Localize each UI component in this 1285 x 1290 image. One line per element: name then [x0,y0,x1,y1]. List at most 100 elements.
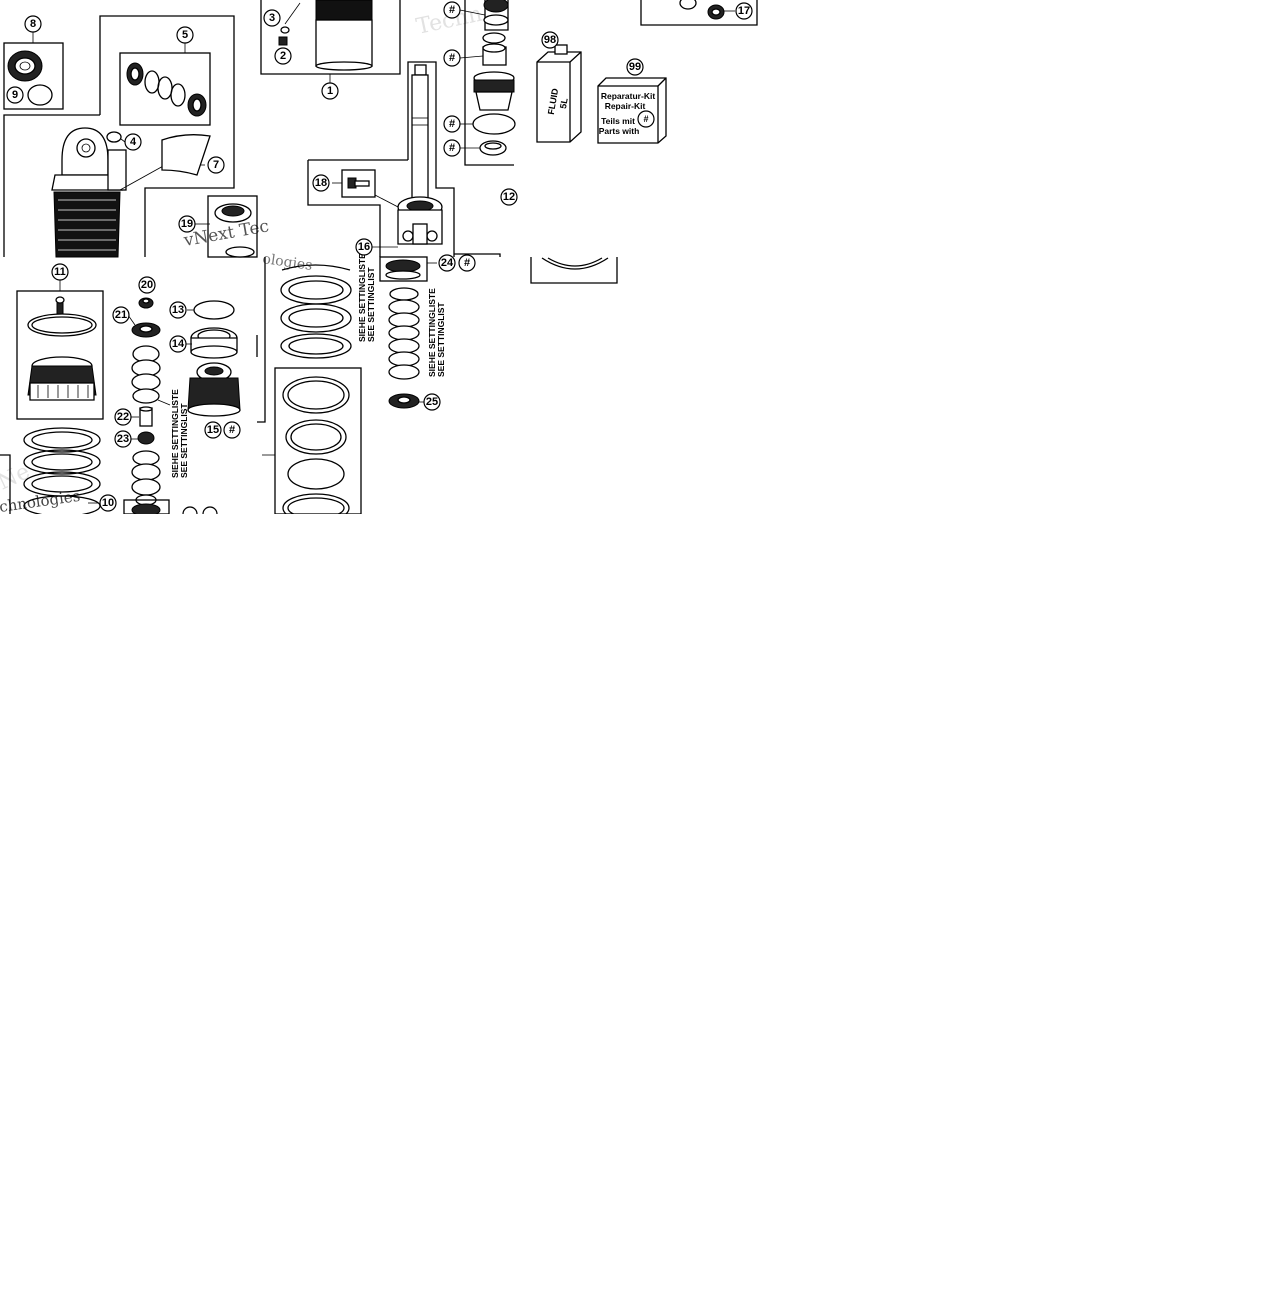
box-part-18 [341,169,376,198]
screw-part-3 [280,2,301,34]
callout-hash-3: # [443,115,461,133]
svg-text:3: 3 [269,12,275,24]
svg-text:9: 9 [12,89,18,101]
svg-text:5: 5 [182,29,188,41]
fluid-volume: 5L [558,97,570,110]
svg-text:99: 99 [629,61,641,73]
callout-12: 12 [500,188,518,206]
callout-20: 20 [138,276,156,294]
callout-23: 23 [114,430,132,448]
callout-2: 2 [274,47,292,65]
svg-text:2: 2 [280,50,286,62]
callout-22: 22 [114,408,132,426]
tile-bottom-middle [262,256,437,523]
svg-text:1: 1 [327,85,333,97]
bump-rubber-part-15 [187,362,241,417]
circlip-part-13 [193,300,235,320]
callout-3: 3 [263,9,281,27]
box-part-5 [119,52,211,126]
callout-hash-2: # [443,49,461,67]
bushing-part-17 [679,0,725,20]
repair-kit-parts-en: Parts with [599,126,640,136]
callout-10: 10 [99,494,117,512]
callout-9: 9 [6,86,24,104]
setting-label-stop: SIEHE SETTINGLISTE SEE SETTINGLIST [427,288,446,377]
tile-top-middle [260,0,516,257]
spring-seat-part-14 [190,327,238,359]
svg-text:#: # [449,142,455,154]
callout-17: 17 [735,2,753,20]
svg-text:8: 8 [30,18,36,30]
callout-19: 19 [178,215,196,233]
box-part-19 [207,195,258,258]
callout-14: 14 [169,335,187,353]
svg-text:21: 21 [115,309,127,321]
svg-text:#: # [449,4,455,16]
ring-set-part-5 [126,62,207,117]
box-part-8-9 [3,42,64,110]
svg-text:#: # [464,257,470,269]
watermark-c: ologies [261,251,313,274]
svg-text:18: 18 [315,177,327,189]
fluid-can-part-98: FLUID 5L [536,44,582,143]
reservoir-part-1 [315,0,373,71]
tile-top-left [3,15,258,258]
svg-text:#: # [643,114,648,124]
bump-stop-stack [131,297,161,506]
valve-cap-part-4 [106,131,122,143]
svg-text:25: 25 [426,396,438,408]
svg-text:13: 13 [172,304,184,316]
svg-text:22: 22 [117,411,129,423]
fluid-label: FLUID [546,87,561,115]
callout-16: 16 [355,238,373,256]
callout-hash-15: # [223,421,241,439]
clevis-part-16 [397,196,443,245]
tile-bottom-left [0,257,266,517]
callout-98: 98 [541,31,559,49]
svg-text:SEE SETTINGLIST: SEE SETTINGLIST [179,403,189,478]
callout-15: 15 [204,421,222,439]
clamp-nut-part-11 [27,296,97,401]
svg-text:SIEHE SETTINGLISTE: SIEHE SETTINGLISTE [427,288,437,377]
callout-hash-24: # [458,254,476,272]
svg-text:7: 7 [213,159,219,171]
repair-kit-part-99: Reparatur-Kit Repair-Kit Teils mit Parts… [597,77,667,144]
piston-rod [411,64,429,208]
svg-text:11: 11 [54,266,66,278]
svg-text:#: # [449,52,455,64]
shock-absorber-body [51,127,127,258]
callout-99: 99 [626,58,644,76]
setting-label-bump: SIEHE SETTINGLISTE SEE SETTINGLIST [170,389,189,478]
callout-7: 7 [207,156,225,174]
callout-25: 25 [423,393,441,411]
callout-4: 4 [124,133,142,151]
callout-18: 18 [312,174,330,192]
plug-part-2 [278,36,288,46]
svg-text:98: 98 [544,34,556,46]
tile-top-right: FLUID 5L Reparatur-Kit Repair-Kit Teils … [536,0,758,144]
svg-text:SEE SETTINGLIST: SEE SETTINGLIST [436,302,446,377]
svg-text:#: # [229,424,235,436]
stop-stack-part-25 [388,287,420,409]
shim-rings [282,376,350,523]
callout-5: 5 [176,26,194,44]
callout-24: 24 [438,254,456,272]
callout-hash-1: # [443,1,461,19]
setting-label-spring: SIEHE SETTINGLISTE SEE SETTINGLIST [357,253,376,342]
svg-text:20: 20 [141,279,153,291]
svg-text:23: 23 [117,433,129,445]
svg-text:SIEHE SETTINGLISTE: SIEHE SETTINGLISTE [170,389,180,478]
repair-kit-parts-de: Teils mit [601,116,635,126]
svg-text:SEE SETTINGLIST: SEE SETTINGLIST [366,267,376,342]
repair-kit-de: Reparatur-Kit [601,91,655,101]
callout-8: 8 [24,15,42,33]
svg-text:19: 19 [181,218,193,230]
protector-sheet-part-7 [161,134,211,176]
seal-part-8 [7,50,43,82]
svg-text:SIEHE SETTINGLISTE: SIEHE SETTINGLISTE [357,253,367,342]
tile-ring-fragment [530,257,618,284]
svg-text:10: 10 [102,497,114,509]
svg-text:14: 14 [172,338,185,350]
